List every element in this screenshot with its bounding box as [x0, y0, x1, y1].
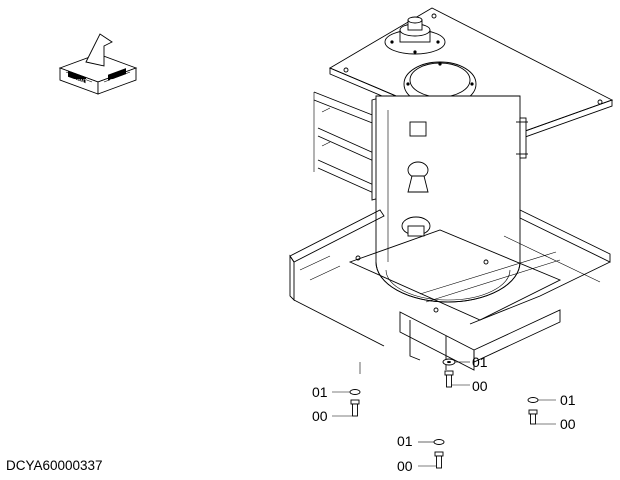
- callout-label-01: 01: [397, 433, 413, 449]
- front-label-right: FRONT: [110, 79, 127, 85]
- front-label-left: FRONT: [70, 79, 87, 85]
- fastener-set-c: [527, 397, 556, 425]
- callout-label-01: 01: [472, 354, 488, 370]
- hydraulic-tank: [375, 95, 528, 303]
- orientation-icon: FRONT FRONT: [58, 33, 138, 95]
- callout-label-00: 00: [560, 416, 576, 432]
- callout-label-00: 00: [312, 408, 328, 424]
- base-frame: [289, 209, 611, 374]
- inspection-cover: [403, 61, 477, 107]
- fastener-set-d: [418, 439, 445, 469]
- callout-label-01: 01: [312, 384, 328, 400]
- fastener-set-a: [442, 358, 470, 388]
- document-id: DCYA60000337: [6, 458, 103, 473]
- frame-structure: [313, 91, 381, 195]
- fastener-set-b: [332, 389, 361, 417]
- callout-label-00: 00: [397, 458, 413, 474]
- callout-label-00: 00: [472, 378, 488, 394]
- breather-assembly: [384, 16, 446, 55]
- callout-label-01: 01: [560, 392, 576, 408]
